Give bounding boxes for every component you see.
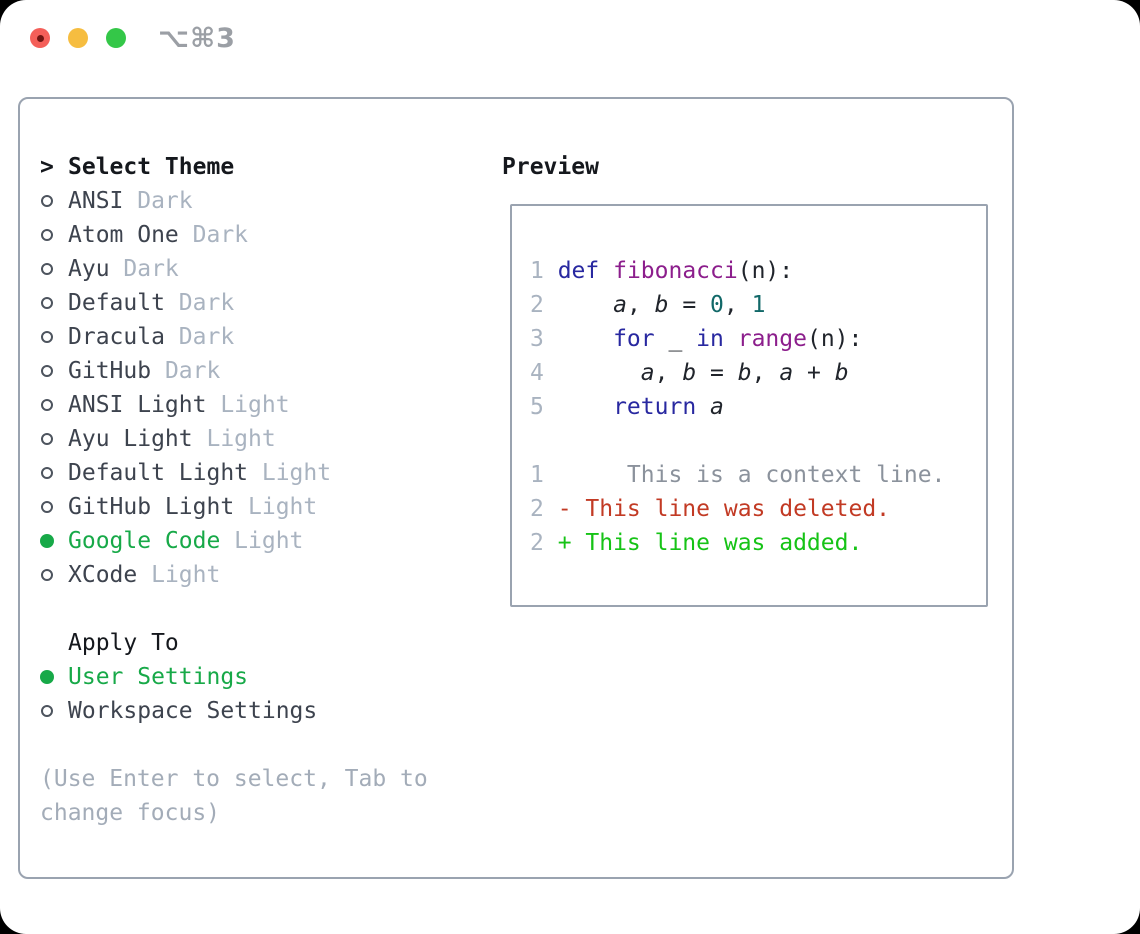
traffic-light-zoom-button[interactable] — [106, 28, 126, 48]
radio-icon — [41, 365, 53, 377]
spacer — [40, 592, 480, 626]
theme-variant-label: Light — [220, 392, 290, 418]
theme-option-label: Ayu Light — [68, 426, 193, 452]
theme-option-label: ANSI Light — [68, 392, 207, 418]
theme-variant-label: Dark — [178, 290, 235, 316]
theme-option-google-code-light[interactable]: Google Code Light — [40, 524, 480, 558]
line-number: 5 — [530, 394, 544, 420]
apply-to-header-label: Apply To — [68, 630, 179, 656]
theme-option-atom-one-dark[interactable]: Atom One Dark — [40, 218, 480, 252]
line-number: 4 — [530, 360, 544, 386]
theme-option-label: GitHub — [68, 358, 152, 384]
preview-line: 1 This is a context line. — [530, 458, 986, 492]
theme-option-label: Atom One — [68, 222, 179, 248]
window-shortcut-label: ⌥⌘3 — [158, 22, 236, 54]
theme-option-xcode-light[interactable]: XCode Light — [40, 558, 480, 592]
select-theme-header-label: Select Theme — [68, 154, 235, 180]
theme-variant-label: Light — [151, 562, 221, 588]
line-number: 2 — [530, 496, 544, 522]
theme-option-ansi-dark[interactable]: ANSI Dark — [40, 184, 480, 218]
radio-icon — [41, 263, 53, 275]
theme-variant-label: Light — [206, 426, 276, 452]
radio-icon — [41, 433, 53, 445]
theme-option-ayu-dark[interactable]: Ayu Dark — [40, 252, 480, 286]
radio-icon — [41, 569, 53, 581]
preview-line: 2+ This line was added. — [530, 526, 986, 560]
window-titlebar: ⌥⌘3 — [30, 23, 236, 54]
preview-line: 2- This line was deleted. — [530, 492, 986, 526]
apply-option-label: User Settings — [68, 664, 249, 690]
help-text-line: change focus) — [40, 800, 221, 826]
radio-icon — [41, 467, 53, 479]
theme-option-ansi-light-light[interactable]: ANSI Light Light — [40, 388, 480, 422]
theme-variant-label: Light — [234, 528, 304, 554]
theme-option-github-dark[interactable]: GitHub Dark — [40, 354, 480, 388]
radio-icon — [41, 229, 53, 241]
apply-option-user-settings[interactable]: User Settings — [40, 660, 480, 694]
theme-variant-label: Light — [261, 460, 332, 486]
apply-option-label: Workspace Settings — [68, 698, 318, 724]
theme-option-default-light-light[interactable]: Default Light Light — [40, 456, 480, 490]
preview-line — [530, 424, 986, 458]
select-theme-header: > Select Theme — [40, 150, 480, 184]
radio-selected-icon — [40, 670, 54, 684]
preview-line: 2 a, b = 0, 1 — [530, 288, 986, 322]
line-number: 1 — [530, 258, 544, 284]
focus-caret-icon: > — [40, 154, 54, 180]
line-number: 2 — [530, 292, 544, 318]
theme-option-label: Google Code — [68, 528, 221, 554]
traffic-light-close-button[interactable] — [30, 28, 50, 48]
theme-option-github-light-light[interactable]: GitHub Light Light — [40, 490, 480, 524]
theme-option-label: GitHub Light — [68, 494, 235, 520]
help-text-line: (Use Enter to select, Tab to — [40, 766, 428, 792]
apply-to-header: Apply To — [40, 626, 480, 660]
theme-variant-label: Dark — [123, 256, 179, 282]
traffic-light-minimize-button[interactable] — [68, 28, 88, 48]
theme-option-label: Default Light — [68, 460, 249, 486]
preview-line: 4 a, b = b, a + b — [530, 356, 986, 390]
spacer — [40, 728, 480, 762]
radio-icon — [41, 331, 53, 343]
theme-option-label: Ayu — [68, 256, 110, 282]
theme-option-label: Dracula — [68, 324, 165, 350]
theme-variant-label: Dark — [137, 188, 193, 214]
preview-line: 5 return a — [530, 390, 986, 424]
apply-option-workspace-settings[interactable]: Workspace Settings — [40, 694, 480, 728]
preview-title: Preview — [502, 154, 599, 180]
theme-variant-label: Dark — [192, 222, 249, 248]
theme-option-label: XCode — [68, 562, 138, 588]
theme-variant-label: Dark — [178, 324, 235, 350]
line-number: 1 — [530, 462, 544, 488]
radio-selected-icon — [40, 534, 54, 548]
close-dot-icon — [36, 34, 44, 42]
radio-icon — [41, 195, 53, 207]
radio-icon — [41, 297, 53, 309]
theme-option-label: Default — [68, 290, 165, 316]
radio-icon — [41, 501, 53, 513]
theme-option-ayu-light-light[interactable]: Ayu Light Light — [40, 422, 480, 456]
radio-icon — [41, 705, 53, 717]
help-text: (Use Enter to select, Tab to change focus… — [40, 762, 480, 830]
theme-variant-label: Light — [248, 494, 318, 520]
preview-line: 3 for _ in range(n): — [530, 322, 986, 356]
line-number: 3 — [530, 326, 544, 352]
line-number: 2 — [530, 530, 544, 556]
theme-option-default-dark[interactable]: Default Dark — [40, 286, 480, 320]
theme-option-dracula-dark[interactable]: Dracula Dark — [40, 320, 480, 354]
theme-option-label: ANSI — [68, 188, 124, 214]
radio-icon — [41, 399, 53, 411]
theme-variant-label: Dark — [164, 358, 221, 384]
